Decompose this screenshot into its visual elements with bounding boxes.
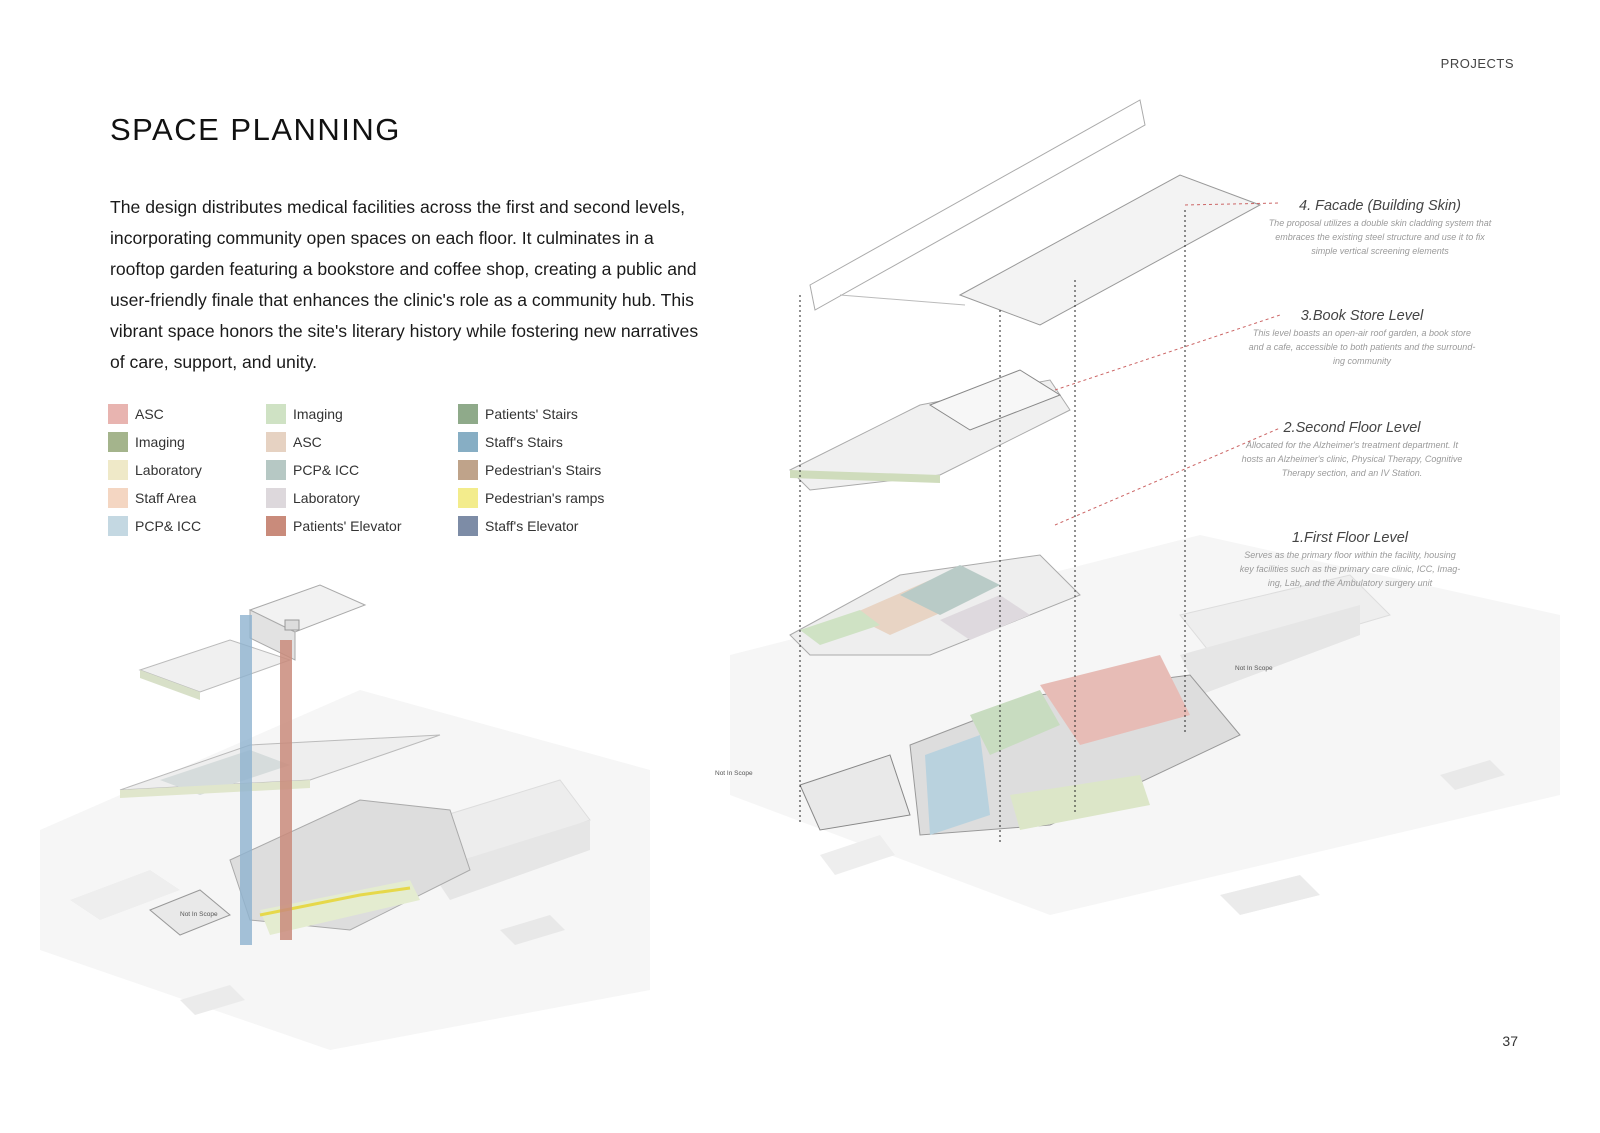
legend-swatch [266, 404, 286, 424]
annotation-desc: This level boasts an open-air roof garde… [1253, 328, 1471, 338]
annotation-second-floor: 2.Second Floor Level Allocated for the A… [1242, 420, 1463, 478]
section-label: PROJECTS [1440, 56, 1514, 71]
legend-label: ASC [293, 434, 322, 450]
legend-swatch [108, 432, 128, 452]
annotation-desc: embraces the existing steel structure an… [1275, 232, 1485, 242]
annotation-desc: simple vertical screening elements [1311, 246, 1449, 256]
annotation-title: 1.First Floor Level [1292, 530, 1409, 546]
annotation-leaders [799, 202, 1281, 845]
annotation-desc: key facilities such as the primary care … [1240, 564, 1461, 574]
legend-label: Patients' Stairs [485, 406, 578, 422]
page-title: SPACE PLANNING [110, 112, 401, 147]
legend-swatch [458, 488, 478, 508]
assembled-axonometric-diagram: Not In Scope [40, 584, 650, 1050]
legend-label: Pedestrian's ramps [485, 490, 605, 506]
legend-swatch [108, 488, 128, 508]
vertical-circulation [240, 615, 292, 945]
annotation-desc: Serves as the primary floor within the f… [1244, 550, 1455, 560]
legend-label: Staff's Elevator [485, 518, 579, 534]
annotation-desc: Allocated for the Alzheimer's treatment … [1245, 440, 1458, 450]
legend-label: Laboratory [293, 490, 360, 506]
legend-swatch [108, 516, 128, 536]
legend-item: PCP& ICC [108, 512, 202, 540]
legend-item: Imaging [108, 428, 202, 456]
legend-swatch [458, 404, 478, 424]
annotation-first-floor: 1.First Floor Level Serves as the primar… [1240, 530, 1461, 588]
legend-item: Staff's Elevator [458, 512, 604, 540]
legend-label: Imaging [293, 406, 343, 422]
annotation-desc: and a cafe, accessible to both patients … [1249, 342, 1476, 352]
annotation-desc: The proposal utilizes a double skin clad… [1269, 218, 1492, 228]
legend-label: Laboratory [135, 462, 202, 478]
annotation-title: 4. Facade (Building Skin) [1299, 198, 1461, 214]
legend-label: ASC [135, 406, 164, 422]
not-in-scope-label: Not In Scope [180, 911, 218, 918]
legend-swatch [458, 516, 478, 536]
legend-swatch [266, 488, 286, 508]
legend-label: Imaging [135, 434, 185, 450]
facade-layer [809, 99, 1262, 326]
bookstore-level [789, 369, 1071, 491]
legend-item: Patients' Stairs [458, 400, 604, 428]
legend-label: Pedestrian's Stairs [485, 462, 602, 478]
first-floor-level [799, 655, 1241, 836]
annotation-desc: ing community [1333, 356, 1392, 366]
annotation-title: 3.Book Store Level [1301, 308, 1424, 324]
legend-swatch [266, 460, 286, 480]
second-floor-level [789, 554, 1081, 656]
annotation-title: 2.Second Floor Level [1282, 420, 1421, 436]
legend-label: Staff Area [135, 490, 197, 506]
legend-swatch [108, 404, 128, 424]
legend-swatch [108, 460, 128, 480]
legend-label: Staff's Stairs [485, 434, 563, 450]
legend-item: Laboratory [266, 484, 402, 512]
legend-item: Laboratory [108, 456, 202, 484]
not-in-scope-label: Not In Scope [1235, 665, 1273, 672]
legend-item: Staff's Stairs [458, 428, 604, 456]
annotation-facade: 4. Facade (Building Skin) The proposal u… [1269, 198, 1492, 256]
annotation-bookstore: 3.Book Store Level This level boasts an … [1249, 308, 1476, 366]
legend-label: Patients' Elevator [293, 518, 402, 534]
annotation-desc: ing, Lab, and the Ambulatory surgery uni… [1268, 578, 1433, 588]
annotation-desc: Therapy section, and an IV Station. [1282, 468, 1423, 478]
legend-swatch [458, 460, 478, 480]
legend-item: PCP& ICC [266, 456, 402, 484]
legend-item: Staff Area [108, 484, 202, 512]
legend-swatch [266, 516, 286, 536]
intro-paragraph: The design distributes medical facilitie… [110, 197, 699, 372]
page-number: 37 [1502, 1033, 1518, 1049]
legend-item: Patients' Elevator [266, 512, 402, 540]
not-in-scope-label: Not In Scope [715, 770, 753, 777]
legend-label: PCP& ICC [293, 462, 360, 478]
legend-swatch [458, 432, 478, 452]
legend-swatch [266, 432, 286, 452]
exploded-axonometric-diagram: 4. Facade (Building Skin) The proposal u… [715, 99, 1560, 915]
legend-item: ASC [266, 428, 402, 456]
legend-item: Pedestrian's ramps [458, 484, 604, 512]
annotation-desc: hosts an Alzheimer's clinic, Physical Th… [1242, 454, 1463, 464]
rooftop-level [138, 584, 367, 700]
annotations: 4. Facade (Building Skin) The proposal u… [715, 198, 1492, 777]
legend-item: ASC [108, 400, 202, 428]
legend-label: PCP& ICC [135, 518, 202, 534]
legend-item: Imaging [266, 400, 402, 428]
legend-item: Pedestrian's Stairs [458, 456, 604, 484]
